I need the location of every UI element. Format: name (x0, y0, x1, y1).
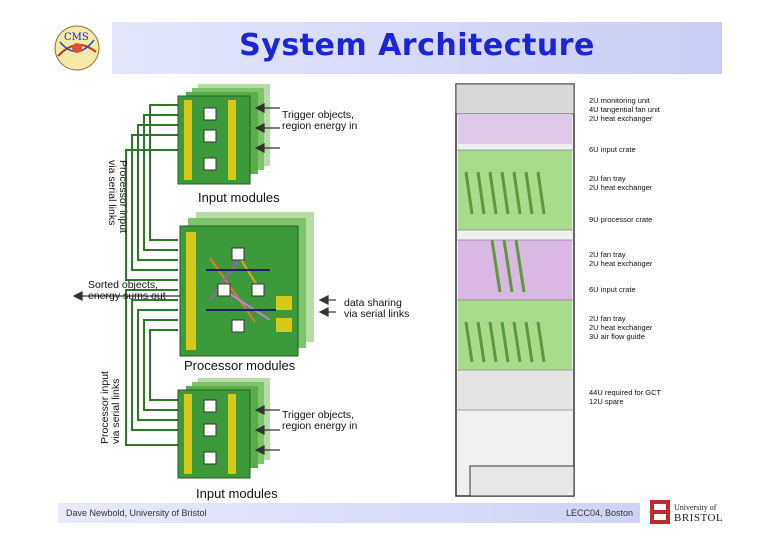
trigger-bottom-label: Trigger objects,region energy in (282, 409, 358, 432)
rack-diagram (455, 83, 575, 497)
cms-logo-icon: CMS (54, 25, 100, 71)
processor-modules (179, 212, 314, 357)
bottom-input-modules (177, 378, 270, 479)
university-line2: BRISTOL (674, 512, 724, 524)
footer-event: LECC04, Boston (566, 508, 634, 518)
slide-title: System Architecture (239, 28, 595, 63)
rack-label-processor-crate: 9U processor crate (589, 215, 653, 224)
bottom-input-modules-label: Input modules (196, 486, 278, 501)
cms-logo-text: CMS (64, 32, 89, 43)
top-input-modules-label: Input modules (198, 190, 280, 205)
university-line1: University of (674, 503, 717, 512)
footer-band (58, 503, 640, 523)
footer-author: Dave Newbold, University of Bristol (66, 508, 207, 518)
bristol-crest-icon (650, 500, 670, 524)
rack-label-input-crate-1: 6U input crate (589, 145, 636, 154)
header-band (112, 22, 722, 74)
trigger-top-label: Trigger objects,region energy in (282, 109, 358, 132)
top-input-modules (177, 84, 270, 185)
rack-label-input-crate-2: 6U input crate (589, 285, 636, 294)
processor-modules-label: Processor modules (184, 358, 296, 373)
sorted-objects-label: Sorted objects,energy sums out (88, 279, 166, 302)
